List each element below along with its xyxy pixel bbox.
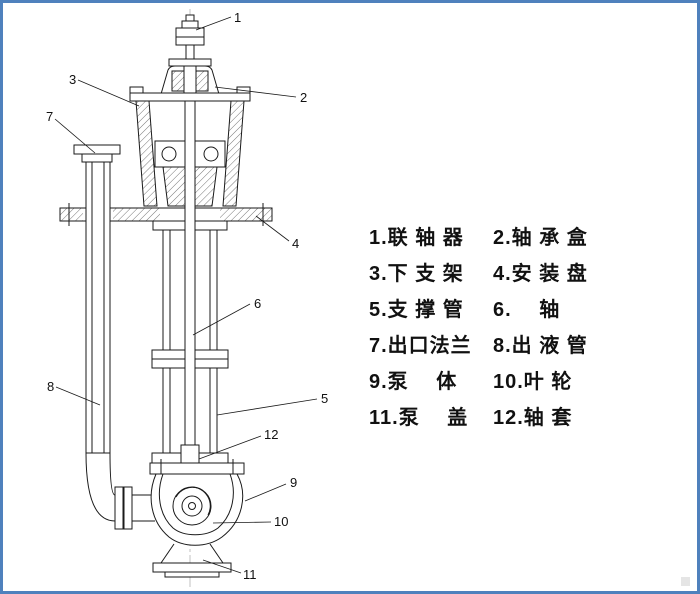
callout-label-11: 11 — [243, 567, 257, 582]
support-bracket — [129, 86, 251, 207]
callout-label-7: 7 — [46, 109, 53, 124]
callout-label-4: 4 — [292, 236, 299, 251]
legend-item-9: 9.泵 体 — [369, 371, 458, 393]
discharge-pipe — [73, 144, 155, 530]
legend-item-11: 11.泵 盖 — [369, 407, 469, 429]
legend-item-6: 6. 轴 — [493, 299, 561, 321]
legend-item-3: 3.下 支 架 — [369, 263, 464, 285]
legend-item-8: 8.出 液 管 — [493, 335, 588, 357]
legend-item-2: 2.轴 承 盒 — [493, 227, 588, 249]
callout-lines — [54, 16, 318, 574]
legend-item-10: 10.叶 轮 — [493, 371, 573, 393]
coupling — [175, 14, 205, 62]
legend-item-12: 12.轴 套 — [493, 407, 573, 429]
legend-item-5: 5.支 撑 管 — [369, 299, 464, 321]
callout-label-8: 8 — [47, 379, 54, 394]
watermark — [681, 577, 690, 586]
bearing-housing — [158, 58, 222, 102]
pump-cover — [152, 543, 232, 578]
callout-label-9: 9 — [290, 475, 297, 490]
callout-label-10: 10 — [274, 514, 288, 529]
legend-item-1: 1.联 轴 器 — [369, 227, 464, 249]
callout-label-5: 5 — [321, 391, 328, 406]
legend-item-7: 7.出口法兰 — [369, 335, 472, 357]
callout-labels: 1 2 3 4 5 6 7 8 9 10 11 12 — [46, 10, 328, 582]
callout-label-2: 2 — [300, 90, 307, 105]
callout-label-3: 3 — [69, 72, 76, 87]
legend-item-4: 4.安 装 盘 — [493, 263, 588, 285]
shaft — [184, 100, 196, 446]
callout-label-6: 6 — [254, 296, 261, 311]
pump-drawing: 1 2 3 4 5 6 7 8 9 10 11 12 — [46, 9, 328, 587]
impeller — [172, 486, 212, 526]
callout-label-1: 1 — [234, 10, 241, 25]
callout-label-12: 12 — [264, 427, 278, 442]
parts-legend: 1.联 轴 器 2.轴 承 盒 3.下 支 架 4.安 装 盘 5.支 撑 管 … — [369, 225, 588, 431]
